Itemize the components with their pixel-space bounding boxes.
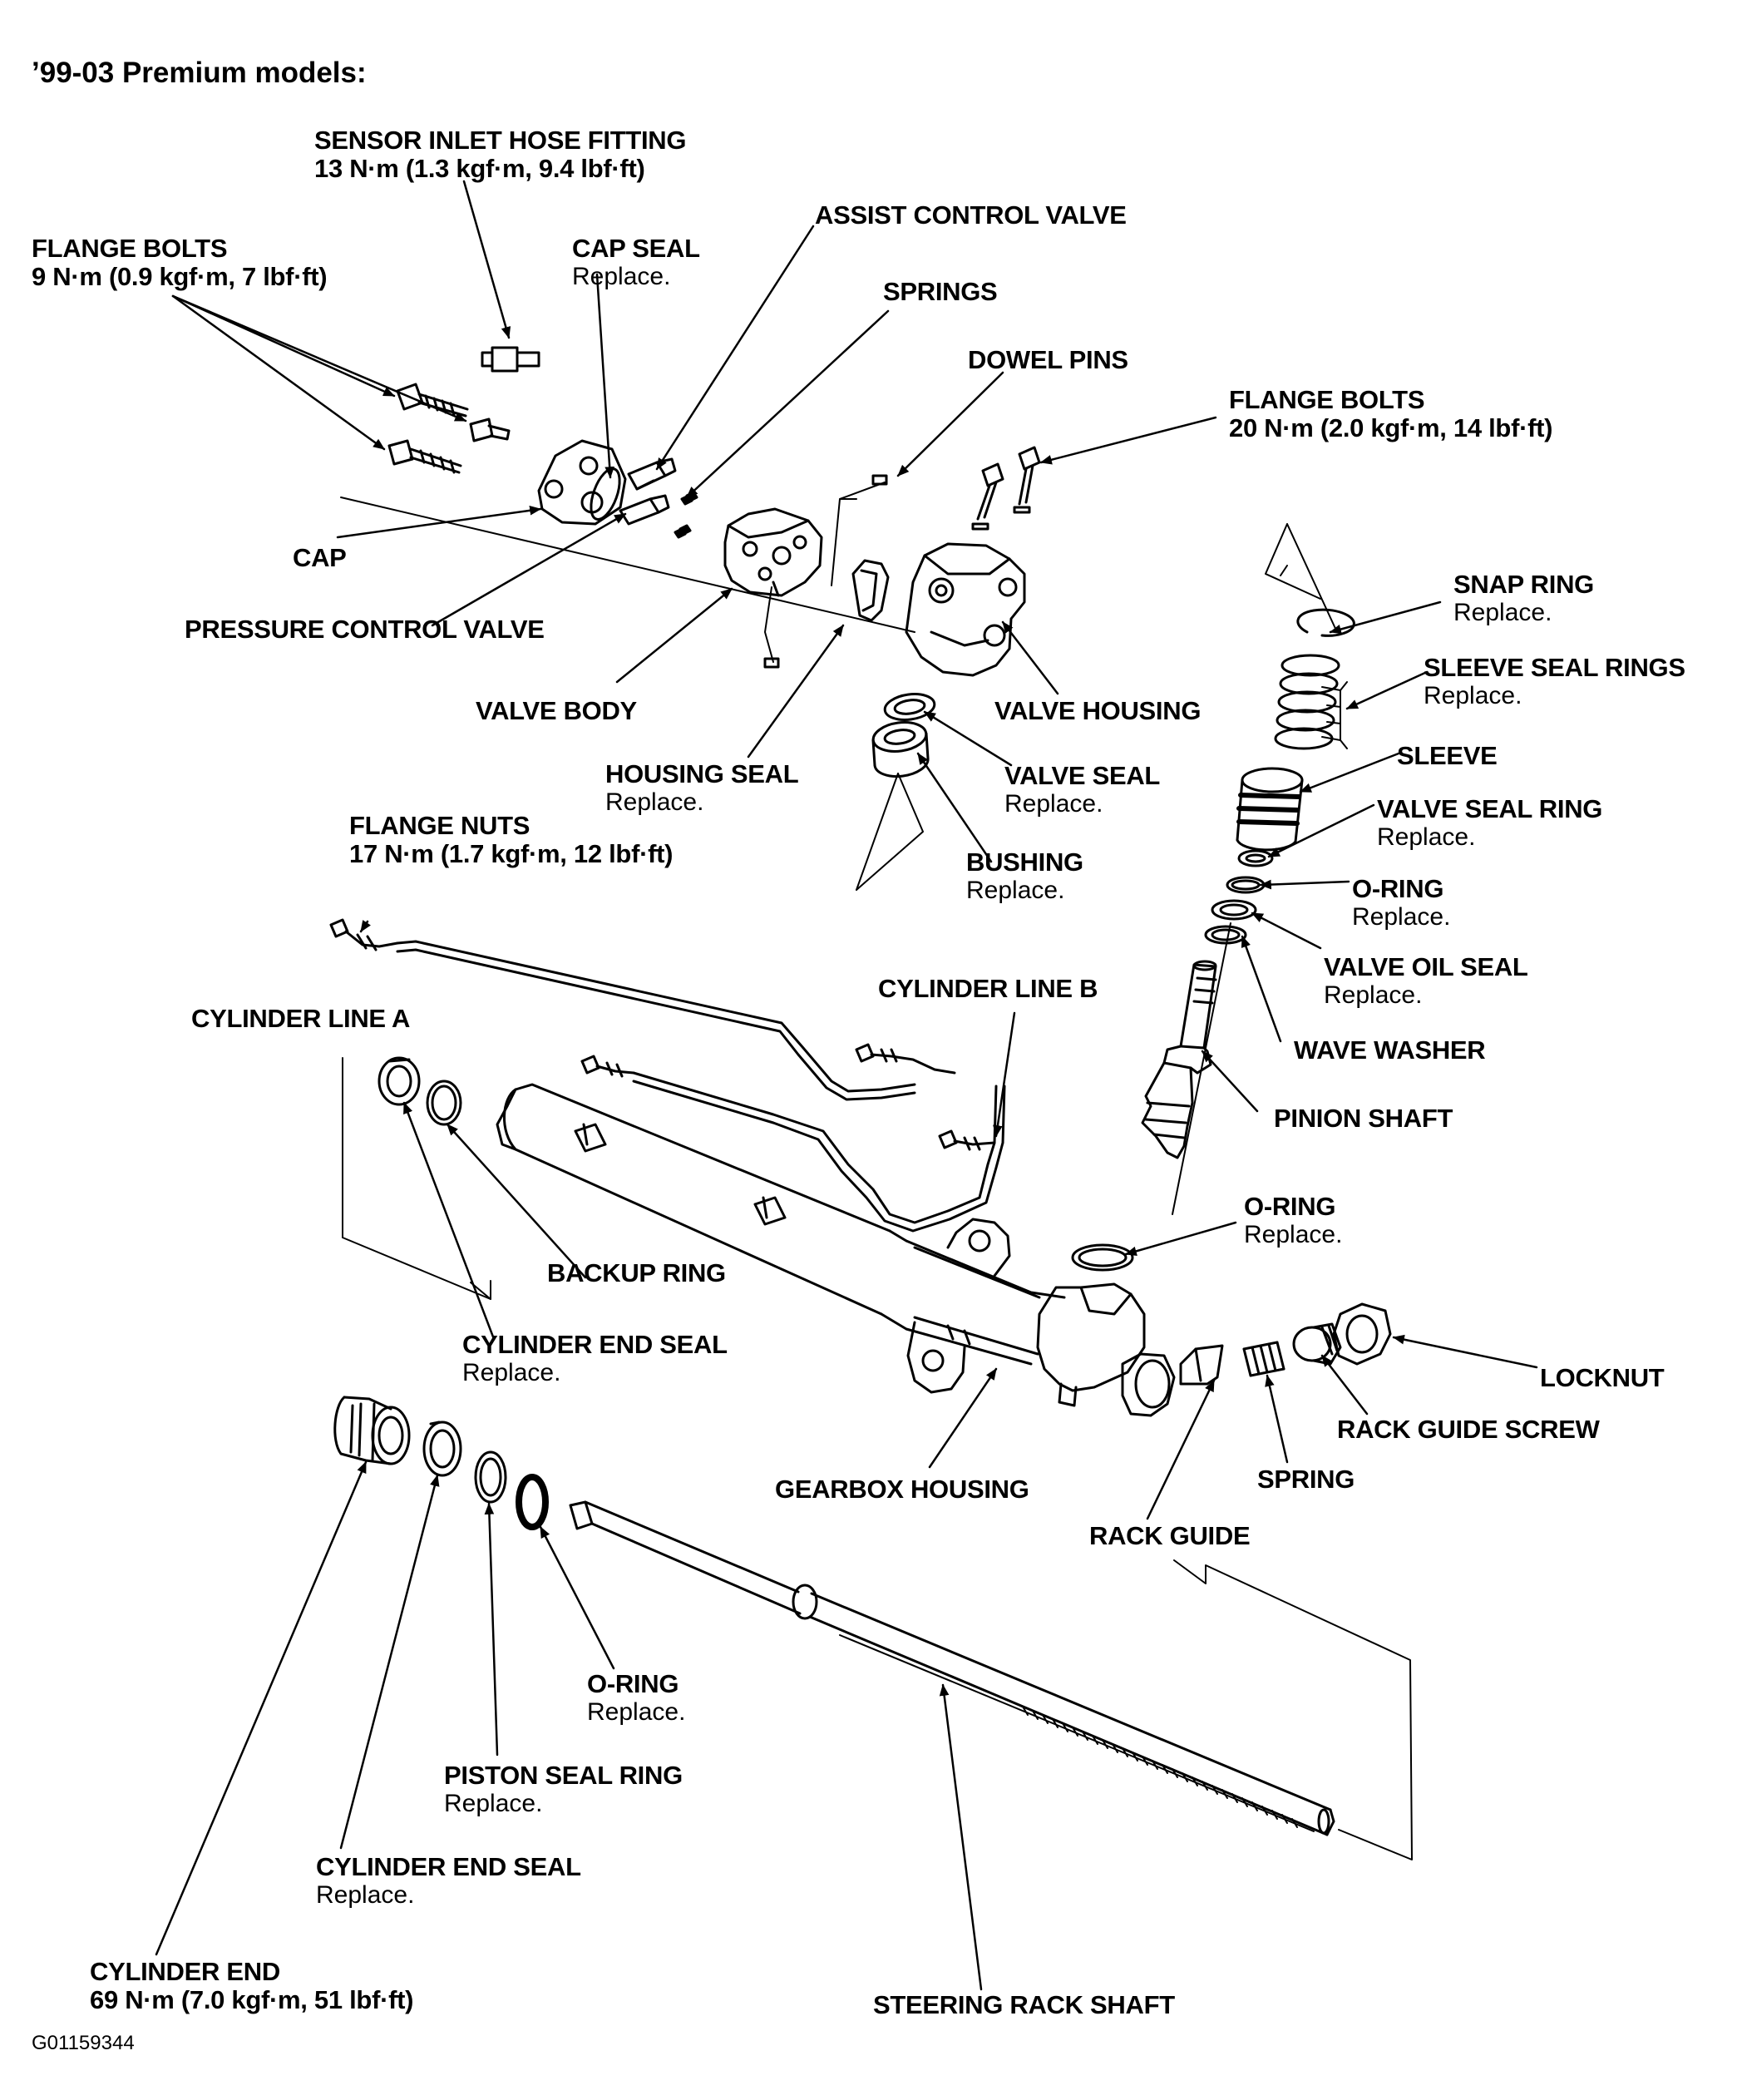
label-springs: SPRINGS <box>883 277 998 306</box>
label-pressure-control-valve: PRESSURE CONTROL VALVE <box>185 615 545 644</box>
label-locknut: LOCKNUT <box>1540 1363 1665 1392</box>
label-cylinder-end-seal-lower: CYLINDER END SEAL Replace. <box>316 1852 581 1910</box>
label-valve-seal: VALVE SEAL Replace. <box>1004 761 1161 818</box>
spring-part <box>1242 1341 1285 1377</box>
sleeve-seal-rings-parts <box>1274 654 1340 750</box>
piston-seal-ring-part <box>474 1450 507 1504</box>
snap-ring-part <box>1296 608 1355 637</box>
label-backup-ring: BACKUP RING <box>547 1258 726 1287</box>
valve-body-part <box>723 507 823 597</box>
label-snap-ring: SNAP RING Replace. <box>1453 570 1594 627</box>
label-cap: CAP <box>293 543 347 572</box>
o-ring-lower-part <box>516 1474 549 1530</box>
label-rack-guide-screw: RACK GUIDE SCREW <box>1337 1415 1600 1444</box>
label-flange-bolts-upper: FLANGE BOLTS 9 N·m (0.9 kgf·m, 7 lbf·ft) <box>32 234 328 291</box>
rack-guide-screw-part <box>1292 1322 1342 1366</box>
figure-code: G01159344 <box>32 2032 135 2054</box>
steering-rack-shaft-part <box>569 1500 1335 1836</box>
label-spring: SPRING <box>1257 1465 1355 1494</box>
pinion-shaft-part <box>1141 960 1217 1159</box>
locknut-part <box>1332 1302 1392 1366</box>
cylinder-end-part <box>333 1396 411 1465</box>
cap-part <box>537 439 627 526</box>
valve-seal-part <box>883 693 936 721</box>
rack-guide-part <box>1179 1344 1224 1386</box>
valve-oil-seal-part <box>1211 899 1257 921</box>
valve-seal-ring-part <box>1237 849 1274 867</box>
wave-washer-part <box>1204 925 1247 945</box>
assist-and-pressure-control-valves <box>619 457 677 526</box>
label-cylinder-line-b: CYLINDER LINE B <box>878 974 1098 1003</box>
label-cylinder-end: CYLINDER END 69 N·m (7.0 kgf·m, 51 lbf·f… <box>90 1957 414 2014</box>
label-housing-seal: HOUSING SEAL Replace. <box>605 759 799 817</box>
housing-seal-part <box>851 559 890 622</box>
label-sensor-inlet-hose-fitting: SENSOR INLET HOSE FITTING 13 N·m (1.3 kg… <box>314 126 687 183</box>
cylinder-end-seal-lower-part <box>422 1421 462 1477</box>
sensor-inlet-hose-fitting <box>481 346 540 373</box>
bushing-part <box>871 721 930 778</box>
label-assist-control-valve: ASSIST CONTROL VALVE <box>815 200 1127 230</box>
label-gearbox-housing: GEARBOX HOUSING <box>775 1475 1029 1504</box>
label-valve-body: VALVE BODY <box>476 696 637 725</box>
label-bushing: BUSHING Replace. <box>966 847 1083 905</box>
flange-bolts-right-parts <box>971 446 1041 531</box>
upper-alignment-lines <box>340 482 924 891</box>
label-sleeve-seal-rings: SLEEVE SEAL RINGS Replace. <box>1424 653 1685 710</box>
label-o-ring-top: O-RING Replace. <box>1352 874 1451 931</box>
lower-alignment-lines <box>342 1057 1413 1860</box>
label-cylinder-end-seal-upper: CYLINDER END SEAL Replace. <box>462 1330 728 1387</box>
label-o-ring-mid: O-RING Replace. <box>1244 1192 1343 1249</box>
o-ring-top-part <box>1226 876 1266 894</box>
label-o-ring-lower: O-RING Replace. <box>587 1669 686 1727</box>
label-flange-nuts: FLANGE NUTS 17 N·m (1.7 kgf·m, 12 lbf·ft… <box>349 811 674 868</box>
label-piston-seal-ring: PISTON SEAL RING Replace. <box>444 1761 683 1818</box>
sleeve-part <box>1236 767 1304 852</box>
label-cap-seal: CAP SEAL Replace. <box>572 234 700 291</box>
o-ring-mid-part <box>1071 1243 1134 1272</box>
label-rack-guide: RACK GUIDE <box>1089 1521 1251 1550</box>
cylinder-line-a <box>329 918 916 1101</box>
label-valve-seal-ring: VALVE SEAL RING Replace. <box>1377 794 1603 852</box>
label-valve-housing: VALVE HOUSING <box>994 696 1202 725</box>
label-cylinder-line-a: CYLINDER LINE A <box>191 1004 411 1033</box>
cylinder-line-b <box>580 1043 1006 1233</box>
leader-lines <box>155 180 1538 1991</box>
label-sleeve: SLEEVE <box>1397 741 1498 770</box>
label-dowel-pins: DOWEL PINS <box>968 345 1128 374</box>
label-wave-washer: WAVE WASHER <box>1294 1035 1486 1065</box>
page-title: ’99-03 Premium models: <box>32 57 367 89</box>
backup-ring-part <box>426 1080 462 1126</box>
label-flange-bolts-right: FLANGE BOLTS 20 N·m (2.0 kgf·m, 14 lbf·f… <box>1229 385 1553 442</box>
valve-housing-part <box>905 542 1026 677</box>
cylinder-end-seal-upper-part <box>378 1056 421 1106</box>
flange-bolts-upper-parts <box>387 383 511 474</box>
label-valve-oil-seal: VALVE OIL SEAL Replace. <box>1324 952 1528 1010</box>
springs-parts <box>674 491 698 539</box>
label-steering-rack-shaft: STEERING RACK SHAFT <box>873 1990 1175 2019</box>
gearbox-housing-part <box>496 1083 1176 1417</box>
label-pinion-shaft: PINION SHAFT <box>1274 1104 1453 1133</box>
dowel-pins-parts <box>763 474 888 669</box>
